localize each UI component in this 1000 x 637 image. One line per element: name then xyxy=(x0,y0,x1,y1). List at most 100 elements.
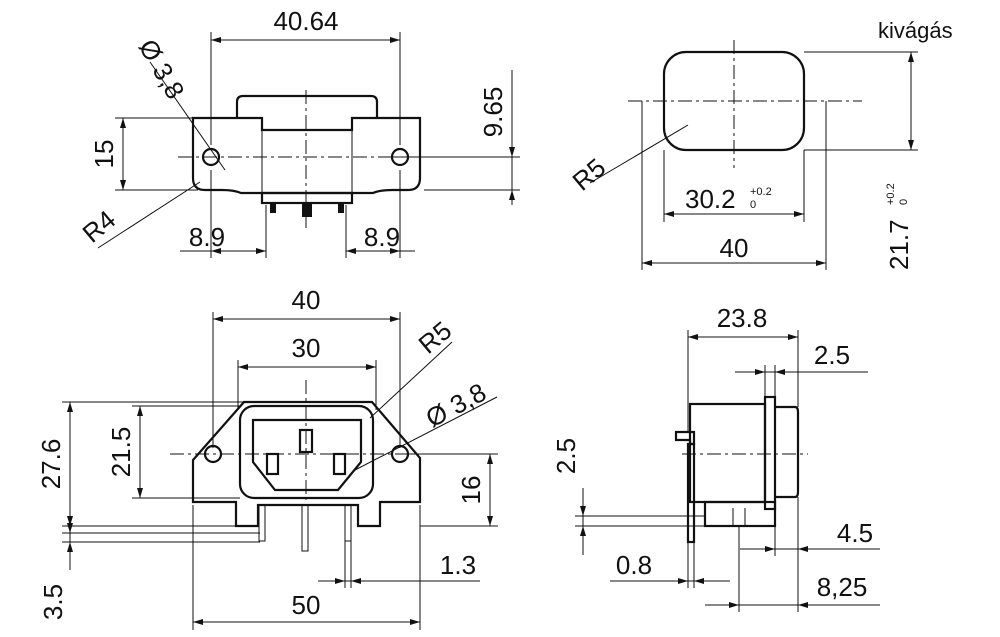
side-dim-4-5-arrow-l xyxy=(765,546,775,552)
side-dim-23-8-arrow-r xyxy=(788,334,798,340)
label-cut-40: 40 xyxy=(720,233,749,263)
top-view-upper-body xyxy=(235,94,379,118)
front-view-socket xyxy=(251,418,363,492)
side-dim-0-8-arrow-r xyxy=(694,578,704,584)
side-view: 23.8 2.5 2.5 0.8 4.5 8,25 xyxy=(551,303,880,612)
top-dim-9-65-arrow-top xyxy=(509,147,515,157)
side-view-body xyxy=(688,402,767,504)
side-dim-0-8-arrow-l xyxy=(678,578,688,584)
front-terminal-center xyxy=(301,504,309,552)
label-side-4-5: 4.5 xyxy=(837,518,873,548)
top-dim-8-9-arrow-b xyxy=(256,248,266,254)
cutout-view: kivágás 30.2 +0.2 0 40 21.7 +0.2 0 R5 xyxy=(567,18,953,270)
front-dim-21-5-arrow-t xyxy=(137,406,143,416)
front-dim-40-arrow-r xyxy=(390,316,400,322)
label-top-8-9-left: 8.9 xyxy=(189,222,225,252)
label-side-0-8: 0.8 xyxy=(616,550,652,580)
top-view-flange xyxy=(191,116,422,195)
label-top-width: 40.64 xyxy=(273,6,338,36)
top-view-pin-left xyxy=(270,203,276,213)
front-dim-50-arrow-l xyxy=(193,619,203,625)
side-dim-8-25-arrow-r xyxy=(798,602,808,608)
front-dim-3-5-arrow-t xyxy=(67,523,73,533)
top-view: 40.64 Ø 3,8 15 R4 9.65 8.9 8.9 xyxy=(77,6,520,258)
front-view-pin-right xyxy=(332,452,347,476)
side-dim-8-25-arrow-l xyxy=(729,602,739,608)
front-terminal-right xyxy=(344,504,352,542)
label-cut-21-7: 21.7 xyxy=(884,219,914,270)
front-dim-1-3-arrow-r xyxy=(351,578,361,584)
cutout-dim-21-7-arrow-t xyxy=(908,52,914,62)
cutout-dim-30-2-arrow-l xyxy=(664,211,674,217)
top-hole-leader xyxy=(149,61,226,171)
cutout-dim-21-7-arrow-b xyxy=(908,140,914,150)
front-dim-30-arrow-l xyxy=(238,364,248,370)
top-dim-8-9-arrow-a xyxy=(211,248,221,254)
label-cut-r5: R5 xyxy=(567,152,612,196)
label-front-40: 40 xyxy=(292,285,321,315)
label-top-height-15: 15 xyxy=(89,140,119,169)
label-front-27-6: 27.6 xyxy=(36,439,66,490)
side-dim-23-8-arrow-l xyxy=(688,334,698,340)
top-dim-8-9-arrow-c xyxy=(346,248,356,254)
side-dim-2-5v-arrow-t xyxy=(580,506,586,516)
side-view-flange xyxy=(763,395,777,511)
top-dim-9-65-arrow-bottom xyxy=(509,190,515,200)
front-hole-leader xyxy=(354,396,498,471)
front-dim-16-arrow-b xyxy=(487,516,493,526)
side-dim-4-5-arrow-r xyxy=(798,546,808,552)
side-view-front-part xyxy=(775,405,800,499)
label-side-2-5-top: 2.5 xyxy=(814,340,850,370)
front-terminal-left xyxy=(258,504,266,542)
label-cut-30-2-tol-low: 0 xyxy=(750,199,756,211)
side-dim-2-5v-arrow-b xyxy=(580,526,586,536)
label-side-8-25: 8,25 xyxy=(817,572,868,602)
label-cut-30-2: 30.2 xyxy=(685,184,736,214)
cutout-dim-40-arrow-l xyxy=(642,260,652,266)
label-front-50: 50 xyxy=(292,590,321,620)
label-front-30: 30 xyxy=(292,333,321,363)
side-dim-2-5-arrow-r xyxy=(775,369,785,375)
label-front-1-3: 1.3 xyxy=(440,550,476,580)
label-top-8-9-right: 8.9 xyxy=(364,222,400,252)
side-view-terminal-pin xyxy=(686,442,696,544)
top-dim-arrow-right xyxy=(390,37,400,43)
front-view: 40 30 R5 Ø 3,8 27.6 21.5 16 xyxy=(36,285,498,630)
top-dim-15-arrow-bottom xyxy=(120,180,126,190)
label-cut-30-2-tol-up: +0.2 xyxy=(750,186,772,198)
top-dim-8-9-arrow-d xyxy=(390,248,400,254)
top-dim-arrow-left xyxy=(211,37,221,43)
cutout-dim-30-2-arrow-r xyxy=(794,211,804,217)
label-front-hole-dia: Ø 3,8 xyxy=(421,377,491,433)
front-dim-3-5-arrow-b xyxy=(67,542,73,552)
front-dim-21-5-arrow-b xyxy=(137,488,143,498)
label-front-r5: R5 xyxy=(413,315,458,359)
label-side-2-5-left: 2.5 xyxy=(551,438,581,474)
top-view-pin-center xyxy=(302,203,312,217)
front-dim-50-arrow-r xyxy=(410,619,420,625)
label-side-23-8: 23.8 xyxy=(717,303,768,333)
label-cut-21-7-tol-low: 0 xyxy=(898,199,910,205)
label-top-r4: R4 xyxy=(77,204,122,248)
label-top-hole-dia: Ø 3,8 xyxy=(133,34,191,104)
front-dim-16-arrow-t xyxy=(487,454,493,464)
label-front-3-5: 3.5 xyxy=(38,584,68,620)
cutout-r5-leader xyxy=(589,124,689,184)
front-dim-40-arrow-l xyxy=(213,316,223,322)
top-r4-leader xyxy=(97,181,201,249)
top-dim-15-arrow-top xyxy=(120,118,126,128)
front-dim-1-3-arrow-l xyxy=(335,578,345,584)
front-view-flange xyxy=(191,400,422,528)
front-r5-leader xyxy=(369,341,453,419)
label-front-21-5: 21.5 xyxy=(106,427,136,478)
label-top-9-65: 9.65 xyxy=(478,87,508,138)
label-kivagas: kivágás xyxy=(878,18,953,43)
side-view-terminal-tab xyxy=(674,430,696,446)
front-dim-30-arrow-r xyxy=(366,364,376,370)
front-dim-27-6-arrow-t xyxy=(67,402,73,412)
top-view-lower-body xyxy=(260,191,354,205)
side-dim-2-5-arrow-l xyxy=(755,369,765,375)
cutout-dim-40-arrow-r xyxy=(816,260,826,266)
label-cut-21-7-tol-up: +0.2 xyxy=(885,183,897,205)
